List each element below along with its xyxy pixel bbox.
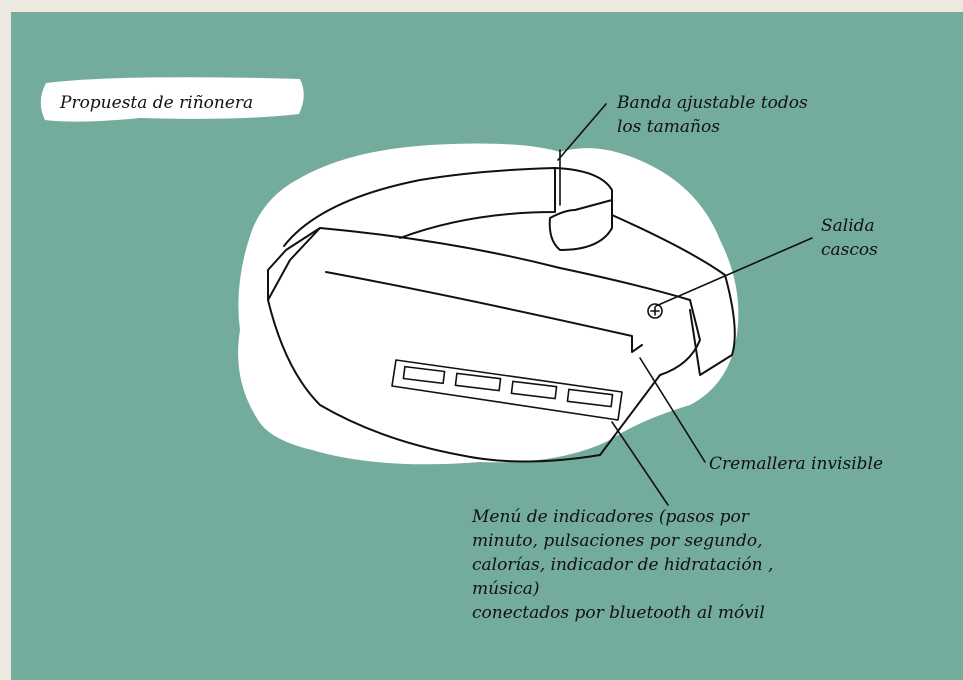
menu-callout-line2: minuto, pulsaciones por segundo, — [472, 531, 763, 551]
zipper-callout: Cremallera invisible — [709, 454, 884, 474]
band-callout-line2: los tamaños — [617, 117, 720, 137]
band-loop — [548, 167, 613, 251]
headphone-leader-line — [655, 237, 813, 307]
adjustable-band — [283, 167, 556, 247]
title-brush-stroke — [40, 77, 304, 122]
headphone-port — [647, 303, 663, 319]
headphone-callout-line1: Salida — [821, 216, 875, 236]
indicator-menu-panel — [391, 359, 623, 421]
menu-callout-line4: música) — [472, 579, 540, 599]
headphone-callout-line2: cascos — [821, 240, 878, 260]
bag-left-side — [267, 227, 321, 301]
band-callout-line1: Banda ajustable todos — [617, 93, 808, 113]
menu-leader-line — [611, 421, 669, 506]
menu-callout-line3: calorías, indicador de hidratación , — [472, 555, 774, 575]
menu-callout-line1: Menú de indicadores (pasos por — [472, 507, 749, 527]
band-leader-line — [557, 103, 607, 161]
band-right — [611, 214, 736, 376]
bag-body — [267, 227, 701, 463]
zipper-leader-line — [639, 357, 706, 463]
menu-callout-line5: conectados por bluetooth al móvil — [472, 603, 765, 623]
bag-zipper-line — [325, 271, 643, 353]
headphone-port-cross — [650, 306, 660, 316]
page-title: Propuesta de riñonera — [60, 93, 254, 113]
